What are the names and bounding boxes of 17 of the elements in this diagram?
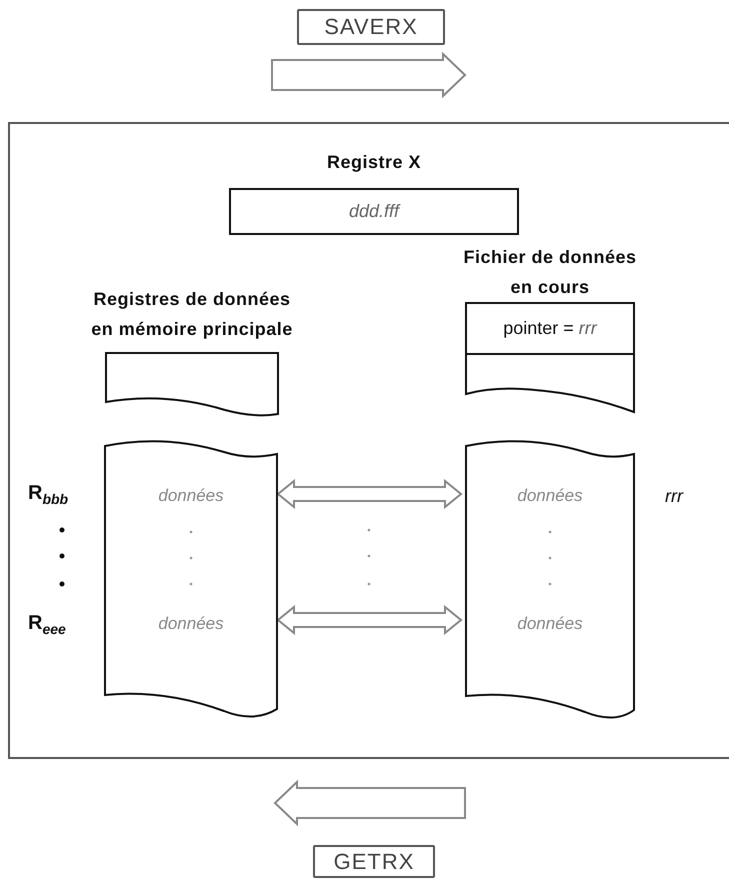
- register-value: ddd.fff: [348, 201, 400, 222]
- data-text: données: [157, 614, 225, 634]
- data-text: données: [516, 486, 584, 506]
- function-key: GETRX: [313, 845, 435, 878]
- double-arrow: [276, 604, 463, 636]
- register-label: R$_{eee}$: [28, 612, 66, 637]
- register-label: R$_{bbb}$: [28, 482, 68, 507]
- double-arrow: [276, 478, 463, 510]
- function-key: SAVERX: [297, 9, 445, 45]
- heading: Fichier de données en cours: [462, 246, 638, 299]
- data-text: données: [157, 486, 225, 506]
- heading: Registre X: [326, 151, 422, 174]
- heading: Registres de données en mémoire principale: [90, 288, 294, 341]
- pointer-label: rrr: [665, 486, 683, 507]
- pointer-value: pointer = rrr: [503, 318, 597, 338]
- memory-frame: [8, 122, 729, 759]
- data-text: données: [516, 614, 584, 634]
